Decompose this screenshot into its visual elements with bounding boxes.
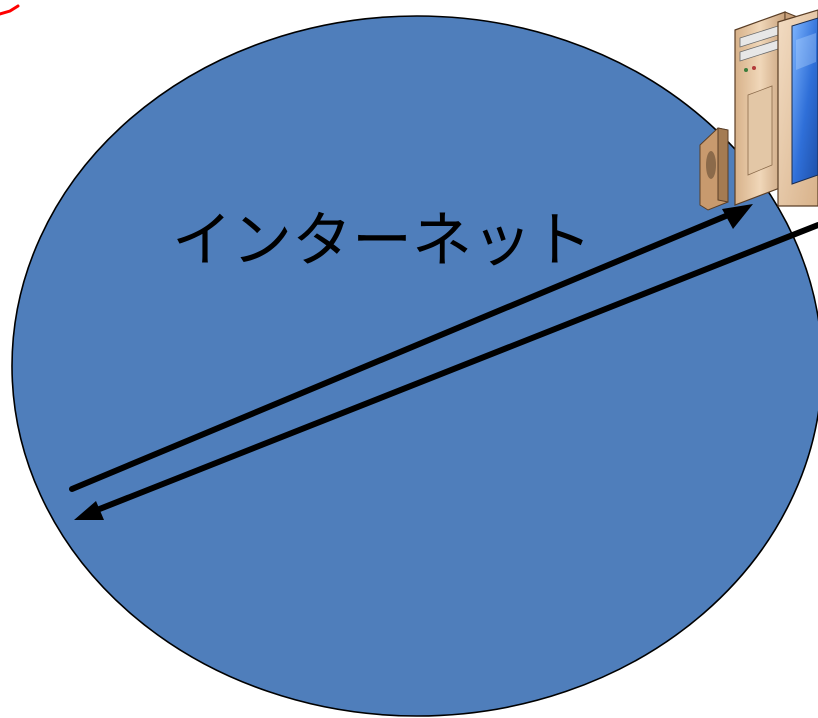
internet-circle (12, 16, 818, 716)
desktop-computer-icon (700, 10, 818, 210)
corner-mark (0, 6, 18, 14)
monitor (778, 10, 818, 206)
internet-label: インターネット (172, 206, 592, 276)
